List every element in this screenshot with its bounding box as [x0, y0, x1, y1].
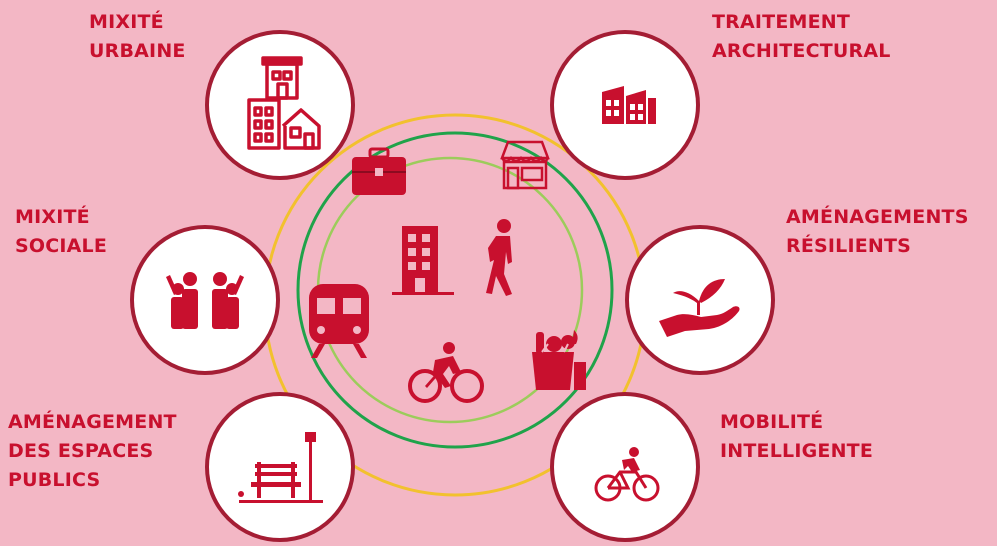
- middle-ring: [296, 131, 614, 449]
- label-traitement-architectural: TRAITEMENT ARCHITECTURAL: [712, 11, 891, 62]
- label-mobilite-intelligente: MOBILITÉ INTELLIGENTE: [720, 411, 874, 462]
- briefcase-icon: [352, 147, 406, 195]
- people-icon: [166, 272, 244, 329]
- label-mixite-urbaine: MIXITÉ URBAINE: [89, 11, 186, 62]
- bicycle-icon: [594, 447, 660, 502]
- label-amenagement-espaces-publics: AMÉNAGEMENT DES ESPACES PUBLICS: [8, 411, 177, 491]
- bubble-amenagements-resilients: [625, 225, 775, 375]
- label-amenagements-resilients: AMÉNAGEMENTS RÉSILIENTS: [786, 206, 969, 257]
- groceries-icon: [532, 330, 586, 390]
- architecture-icon: [602, 86, 656, 124]
- pedestrian-icon: [486, 219, 512, 296]
- shop-icon: [500, 140, 550, 190]
- bubble-amenagement-espaces-publics: [205, 392, 355, 542]
- train-icon: [309, 284, 369, 358]
- label-mixite-sociale: MIXITÉ SOCIALE: [15, 206, 108, 257]
- plant-hand-icon: [659, 279, 740, 337]
- buildings-icon: [247, 56, 321, 150]
- cyclist-icon: [408, 342, 484, 403]
- bubble-mixite-sociale: [130, 225, 280, 375]
- park-bench-icon: [238, 432, 323, 503]
- bubble-traitement-architectural: [550, 30, 700, 180]
- bubble-mobilite-intelligente: [550, 392, 700, 542]
- bubble-mixite-urbaine: [205, 30, 355, 180]
- building-icon: [392, 226, 454, 295]
